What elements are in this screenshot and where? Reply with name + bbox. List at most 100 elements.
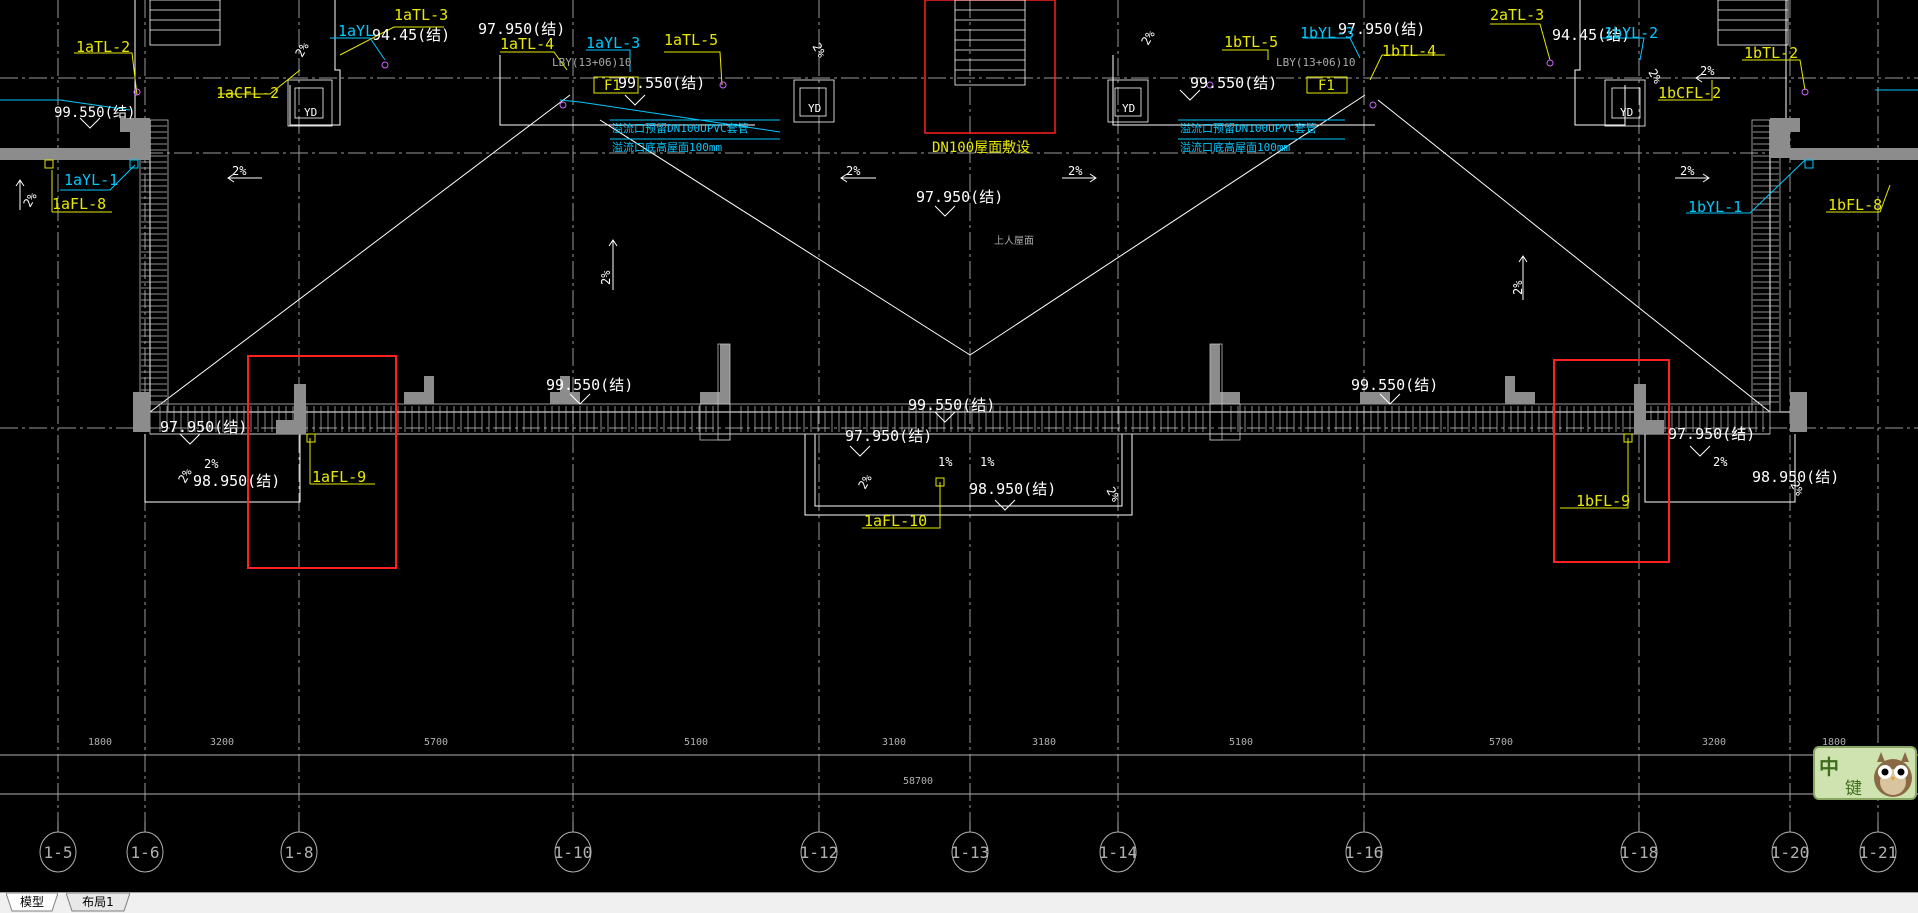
pipe-label: 1bTL-2 <box>1744 44 1798 62</box>
dimension-value: 1800 <box>1822 737 1846 748</box>
annotation-f1: F1 <box>604 78 621 94</box>
elevation-label: 98.950(结) <box>1752 468 1839 486</box>
slope-label: 2% <box>855 471 875 491</box>
annotation-yd: YD <box>304 106 317 119</box>
elevation-label: 99.550(结) <box>54 105 135 121</box>
annotation-yd: YD <box>1620 106 1633 119</box>
pipe-label: 1aFL-8 <box>52 195 106 213</box>
axis-label: 1-16 <box>1345 843 1384 862</box>
slope-label: 2% <box>292 39 312 59</box>
annotation-roof: 上人屋面 <box>994 235 1034 247</box>
slope-label: 2% <box>846 164 861 178</box>
axis-label: 1-10 <box>554 843 593 862</box>
slope-label: 2% <box>1700 64 1715 78</box>
elevation-label: 97.950(结) <box>1668 425 1755 443</box>
slope-label: 2% <box>232 164 247 178</box>
elevation-label: 99.550(结) <box>618 74 705 92</box>
elevation-label: 97.950(结) <box>916 188 1003 206</box>
elevation-label: 97.950(结) <box>478 20 565 38</box>
axis-label: 1-5 <box>44 843 73 862</box>
dimension-value: 5100 <box>1229 737 1253 748</box>
roof-outline <box>134 0 1796 516</box>
annotation-overflow: 溢流口预留DN100UPVC套管 <box>1180 121 1317 135</box>
annotation-dn100: DN100屋面敷设 <box>932 140 1030 156</box>
pipe-label: 1bFL-8 <box>1828 196 1882 214</box>
elevation-label: 98.950(结) <box>969 480 1056 498</box>
pipe-label: 1bTL-4 <box>1382 42 1436 60</box>
tab-model-label: 模型 <box>19 895 44 909</box>
annotation-yd: YD <box>1122 102 1135 115</box>
layout-tab-bar: 模型 布局1 <box>0 892 1918 913</box>
annotation-f1: F1 <box>1318 78 1335 94</box>
pipe-label: 1aFL-9 <box>312 468 366 486</box>
ime-status-widget[interactable]: 中 键 <box>1813 746 1917 800</box>
dimension-value: 3200 <box>1702 737 1726 748</box>
elevation-label: 98.950(结) <box>193 472 280 490</box>
elevation-label: 97.950(结) <box>1338 20 1425 38</box>
dimension-value: 1800 <box>88 737 112 748</box>
stair-shaft <box>924 0 1056 134</box>
annotation-yd: YD <box>808 102 821 115</box>
slope-label: 2% <box>1680 164 1695 178</box>
owl-mascot-icon <box>1874 752 1912 797</box>
slope-label: 2% <box>1068 164 1083 178</box>
pipe-label: 1aTL-3 <box>394 6 448 24</box>
tab-model[interactable]: 模型 <box>6 893 58 912</box>
annotation-lby: LBY(13+06)10 <box>1276 56 1355 69</box>
pipe-label: 1aFL-10 <box>864 512 927 530</box>
axis-label: 1-6 <box>131 843 160 862</box>
elevation-label: 99.550(结) <box>1351 376 1438 394</box>
tab-layout1-label: 布局1 <box>82 895 114 909</box>
slope-label: 2% <box>1103 485 1123 505</box>
slope-label: 2% <box>175 465 195 485</box>
pipe-label: 2aTL-3 <box>1490 6 1544 24</box>
pipe-label: 1aTL-2 <box>76 38 130 56</box>
elevation-label: 94.45(结) <box>372 26 450 44</box>
slope-label: 2% <box>1787 479 1807 499</box>
pipe-label: 1bYL-1 <box>1688 198 1742 216</box>
highlight-box-left <box>247 355 397 569</box>
hatched-parapet <box>139 119 1781 435</box>
pipe-label: 1bCFL-2 <box>1658 84 1721 102</box>
dimension-lines <box>0 754 1918 795</box>
slope-label: 2% <box>1713 455 1728 469</box>
elevation-label: 99.550(结) <box>546 376 633 394</box>
pipe-label: 1aYL-1 <box>64 171 118 189</box>
slope-label: 2% <box>809 41 829 61</box>
axis-label: 1-13 <box>951 843 990 862</box>
highlight-box-right <box>1553 359 1670 563</box>
pipe-label: 1aYL-3 <box>586 34 640 52</box>
axis-label: 1-18 <box>1620 843 1659 862</box>
pipe-label: 1bTL-5 <box>1224 33 1278 51</box>
pipe-label: 1aTL-5 <box>664 31 718 49</box>
pipe-label: 1bYL-2 <box>1604 24 1658 42</box>
elevation-label: 97.950(结) <box>160 418 247 436</box>
axis-label: 1-21 <box>1859 843 1898 862</box>
pipe-label: 1bYL-3 <box>1300 24 1354 42</box>
dimension-value: 3180 <box>1032 737 1056 748</box>
axis-label: 1-8 <box>285 843 314 862</box>
slope-label: 2% <box>1138 27 1158 47</box>
elevation-label: 97.950(结) <box>845 427 932 445</box>
pipe-label: 1aCFL-2 <box>216 84 279 102</box>
wall-blocks <box>0 118 1918 434</box>
dimension-total: 58700 <box>903 776 933 787</box>
tab-layout1[interactable]: 布局1 <box>66 893 130 912</box>
dimension-value: 5100 <box>684 737 708 748</box>
elevation-label: 94.45(结) <box>1552 26 1630 44</box>
annotation-overflow: 溢流口预留DN100UPVC套管 <box>612 121 749 135</box>
slope-label: 1% <box>980 455 995 469</box>
dimension-value: 3100 <box>882 737 906 748</box>
slope-label: 2% <box>1511 280 1525 295</box>
slope-label: 1% <box>938 455 953 469</box>
slope-label: 2% <box>599 270 613 285</box>
pipe-label: 1bFL-9 <box>1576 492 1630 510</box>
slope-label: 2% <box>1645 67 1665 87</box>
slope-label: 2% <box>20 189 40 209</box>
axis-label: 1-20 <box>1771 843 1810 862</box>
cad-drawing: 1-51-61-81-101-121-131-141-161-181-201-2… <box>0 0 1918 873</box>
elevation-label: 99.550(结) <box>1190 74 1277 92</box>
ime-mode-label: 中 <box>1819 755 1839 779</box>
